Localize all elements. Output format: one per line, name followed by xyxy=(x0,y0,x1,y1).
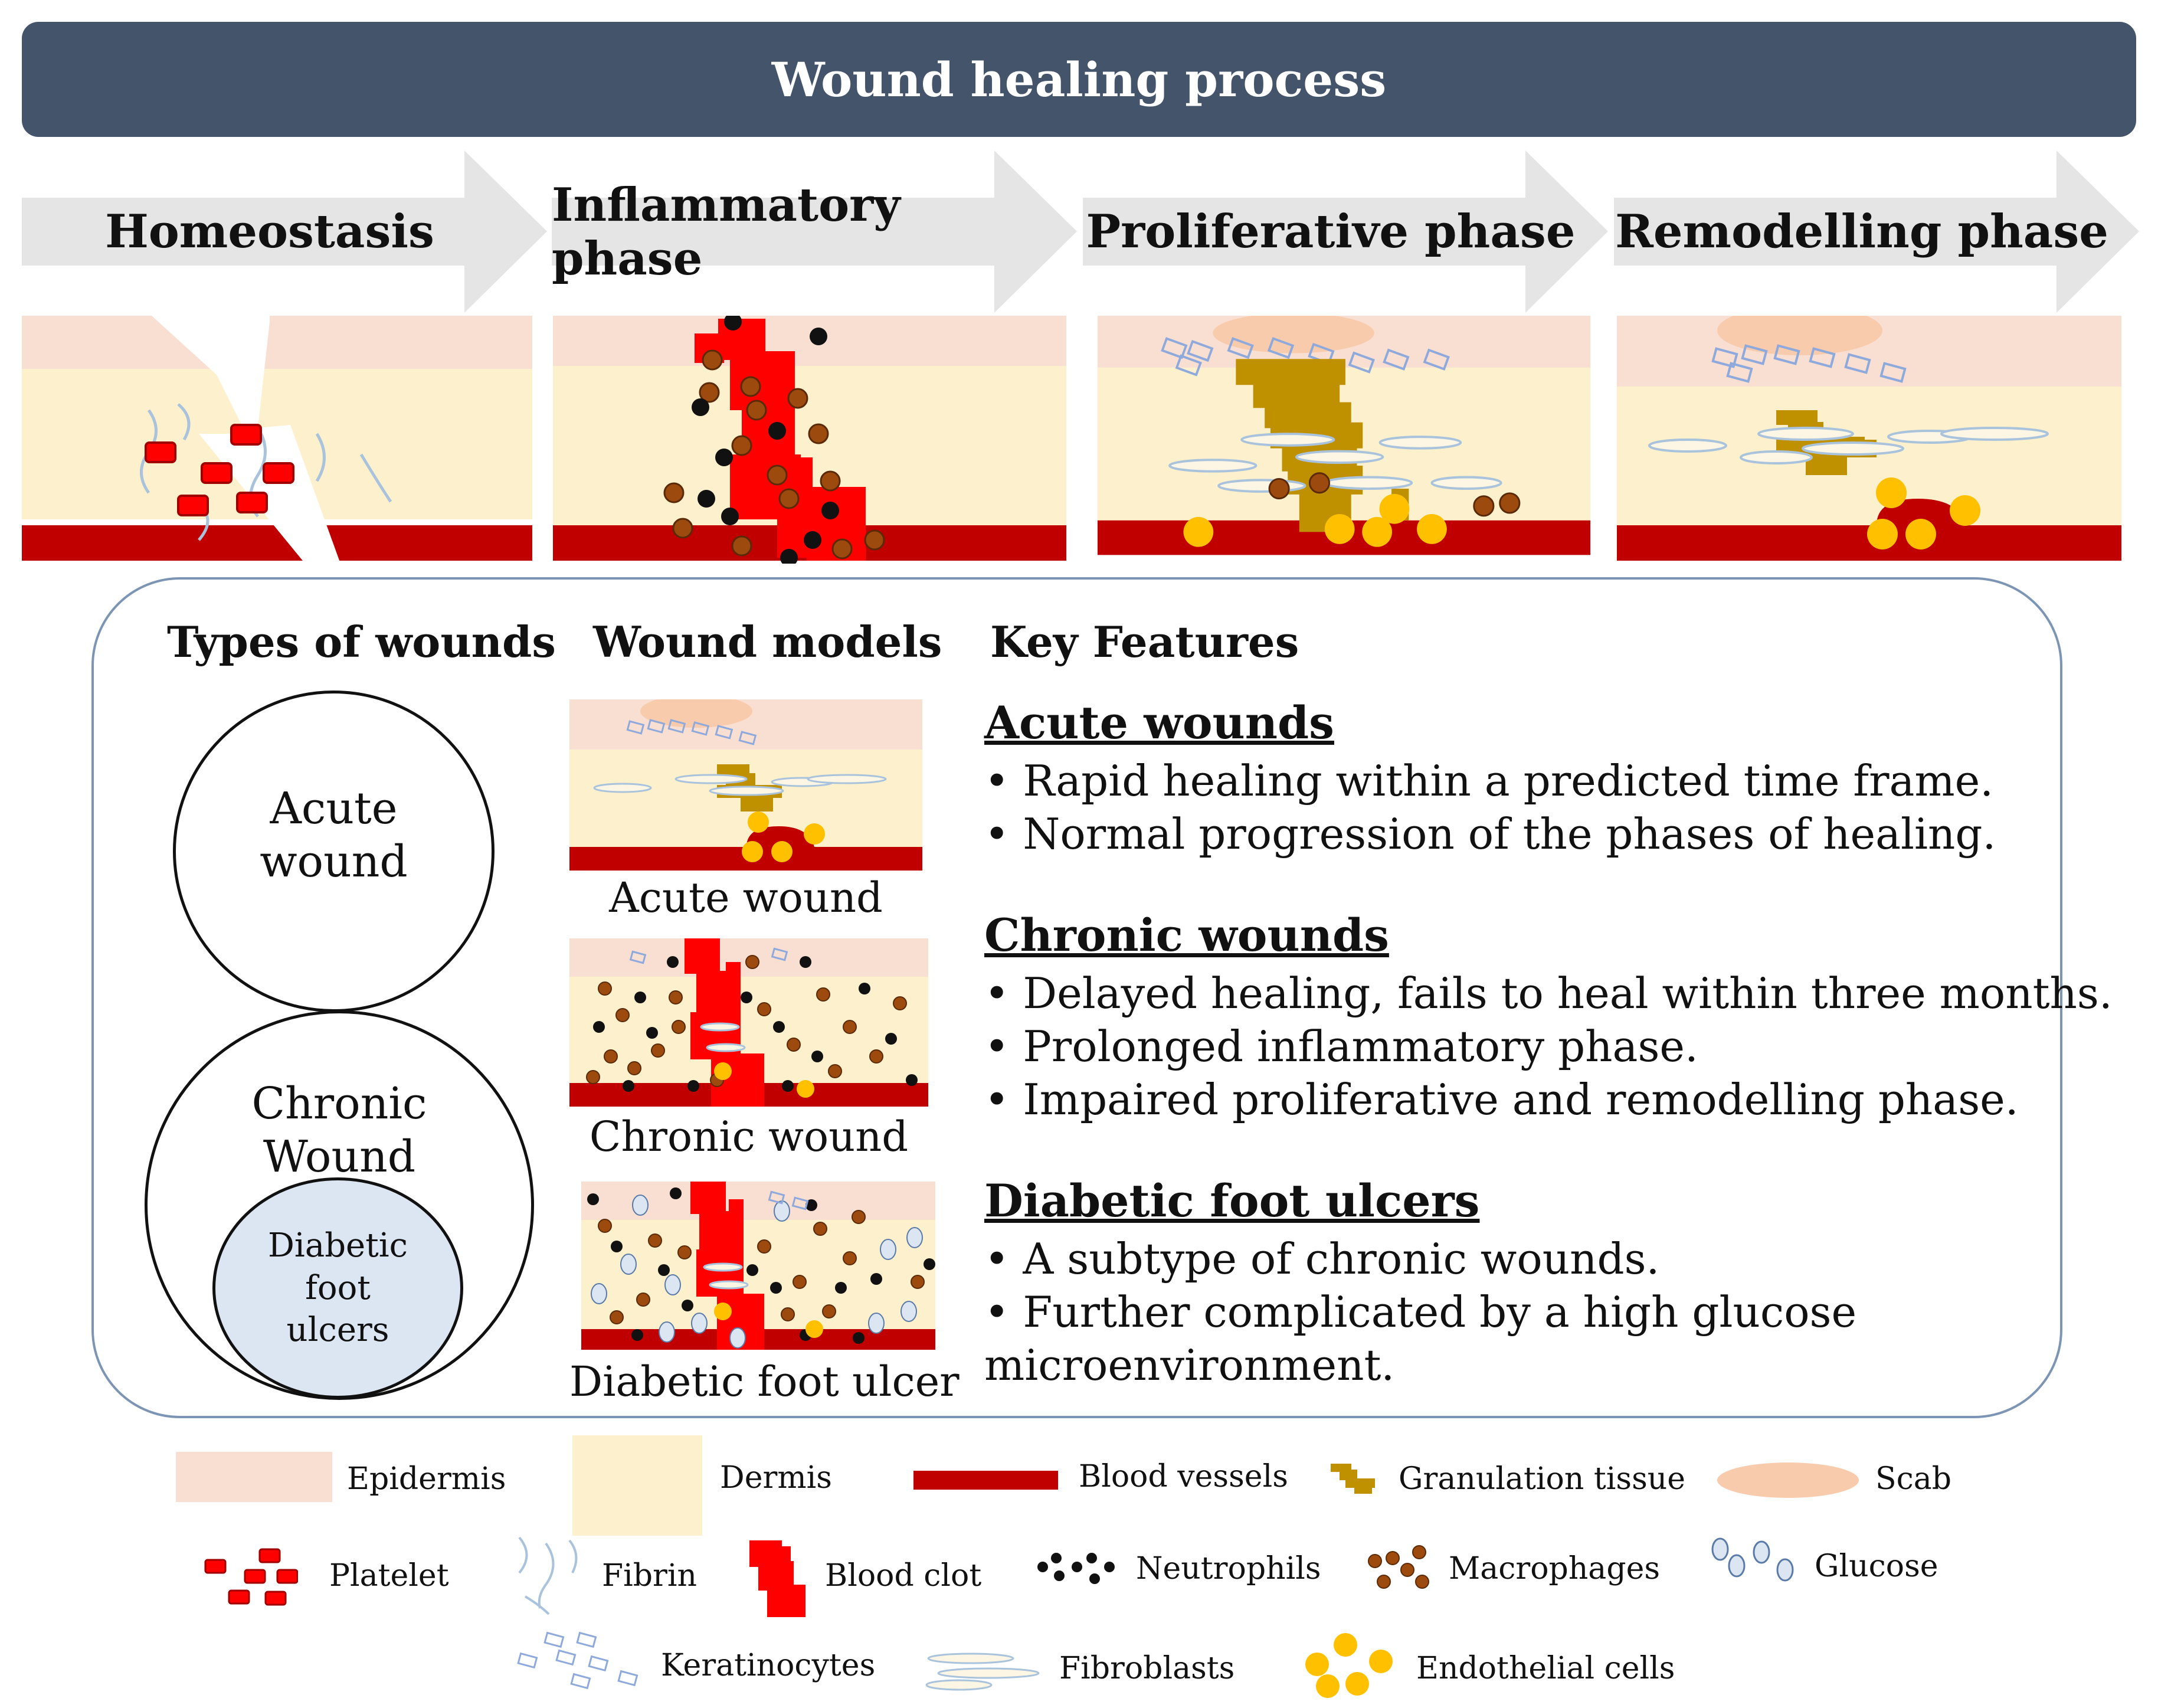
neutrophils-icon xyxy=(1037,1553,1115,1584)
legend-macrophages: Macrophages xyxy=(1449,1551,1661,1586)
acute-wounds-heading: Acute wounds xyxy=(984,696,1334,749)
feature-line: • A subtype of chronic wounds. xyxy=(984,1234,1660,1284)
wound-models-header: Wound models xyxy=(593,617,942,667)
phase-label: Homeostasis xyxy=(105,205,434,259)
proliferative-illustration xyxy=(1097,316,1591,555)
feature-line: • Prolonged inflammatory phase. xyxy=(984,1022,1698,1071)
diabetic-foot-ulcer-circle xyxy=(212,1177,463,1399)
macrophages-icon xyxy=(1368,1545,1429,1589)
blood-vessels-swatch xyxy=(913,1471,1058,1490)
phase-arrow-homeostasis: Homeostasis xyxy=(22,150,547,313)
fibrin-icon xyxy=(518,1536,578,1615)
acute-wounds-features: Acute wounds • Rapid healing within a pr… xyxy=(984,696,1996,859)
epidermis-swatch xyxy=(176,1452,332,1502)
phase-label: Inflammatory phase xyxy=(552,178,900,286)
phase-label: Proliferative phase xyxy=(1086,205,1576,259)
acute-wound-label: Acute wound xyxy=(260,783,408,888)
legend-keratinocytes: Keratinocytes xyxy=(661,1648,876,1683)
glucose-icon xyxy=(1711,1537,1794,1582)
legend-endothelial-cells: Endothelial cells xyxy=(1416,1651,1675,1686)
acute-wound-model-illustration xyxy=(569,699,922,871)
chronic-wound-model-illustration xyxy=(569,938,928,1107)
legend-granulation-tissue: Granulation tissue xyxy=(1399,1461,1686,1497)
fibroblasts-icon xyxy=(925,1653,1040,1691)
chronic-wound-model-caption: Chronic wound xyxy=(589,1113,909,1161)
scab-swatch xyxy=(1717,1462,1859,1498)
dermis-swatch xyxy=(572,1435,702,1536)
diabetic-foot-ulcers-features: Diabetic foot ulcers • A subtype of chro… xyxy=(984,1174,1856,1390)
feature-line: • Delayed healing, fails to heal within … xyxy=(984,968,2113,1018)
phase-arrow-proliferative: Proliferative phase xyxy=(1083,150,1608,313)
diabetic-foot-ulcer-model-illustration xyxy=(581,1182,935,1350)
wound-types-panel xyxy=(91,577,2062,1418)
feature-line: • Normal progression of the phases of he… xyxy=(984,809,1996,859)
legend-platelet: Platelet xyxy=(329,1558,449,1594)
platelet-icon xyxy=(204,1548,298,1606)
feature-line: • Impaired proliferative and remodelling… xyxy=(984,1075,2019,1124)
inflammatory-illustration xyxy=(553,316,1066,564)
arrow-shape xyxy=(1614,150,2139,313)
acute-wound-model-caption: Acute wound xyxy=(609,873,883,922)
legend-fibroblasts: Fibroblasts xyxy=(1059,1651,1235,1686)
blood-clot-icon xyxy=(749,1540,805,1617)
phase-label: Remodelling phase xyxy=(1615,205,2108,259)
remodelling-illustration xyxy=(1617,316,2121,561)
arrow-shape xyxy=(1083,150,1608,313)
title-bar: Wound healing process xyxy=(22,22,2136,137)
key-features-header: Key Features xyxy=(990,617,1299,667)
phase-arrow-remodelling: Remodelling phase xyxy=(1614,150,2139,313)
legend-dermis: Dermis xyxy=(720,1460,832,1496)
chronic-wounds-heading: Chronic wounds xyxy=(984,909,1389,961)
phase-arrow-inflammatory: Inflammatory phase xyxy=(552,150,1077,313)
diabetic-foot-ulcer-label: Diabetic foot ulcers xyxy=(268,1226,408,1350)
legend-blood-vessels: Blood vessels xyxy=(1079,1459,1288,1494)
types-of-wounds-header: Types of wounds xyxy=(167,617,556,667)
legend-neutrophils: Neutrophils xyxy=(1136,1551,1321,1586)
legend-blood-clot: Blood clot xyxy=(825,1558,982,1594)
diabetic-foot-ulcers-heading: Diabetic foot ulcers xyxy=(984,1174,1480,1227)
endothelial-cells-icon xyxy=(1305,1633,1393,1698)
legend-fibrin: Fibrin xyxy=(602,1558,697,1594)
legend-epidermis: Epidermis xyxy=(347,1461,506,1497)
feature-line: microenvironment. xyxy=(984,1340,1395,1390)
homeostasis-illustration xyxy=(22,316,532,564)
arrow-shape xyxy=(22,150,547,313)
granulation-tissue-icon xyxy=(1331,1464,1375,1494)
legend-scab: Scab xyxy=(1875,1461,1952,1497)
feature-line: • Further complicated by a high glucose xyxy=(984,1287,1857,1337)
chronic-wounds-features: Chronic wounds • Delayed healing, fails … xyxy=(984,909,2113,1124)
feature-line: • Rapid healing within a predicted time … xyxy=(984,756,1994,806)
keratinocytes-icon xyxy=(517,1631,638,1690)
page-title: Wound healing process xyxy=(771,51,1387,107)
chronic-wound-label: Chronic Wound xyxy=(251,1078,427,1183)
legend-glucose: Glucose xyxy=(1815,1549,1938,1584)
diabetic-foot-ulcer-model-caption: Diabetic foot ulcer xyxy=(569,1357,960,1406)
arrow-shape xyxy=(552,150,1077,313)
